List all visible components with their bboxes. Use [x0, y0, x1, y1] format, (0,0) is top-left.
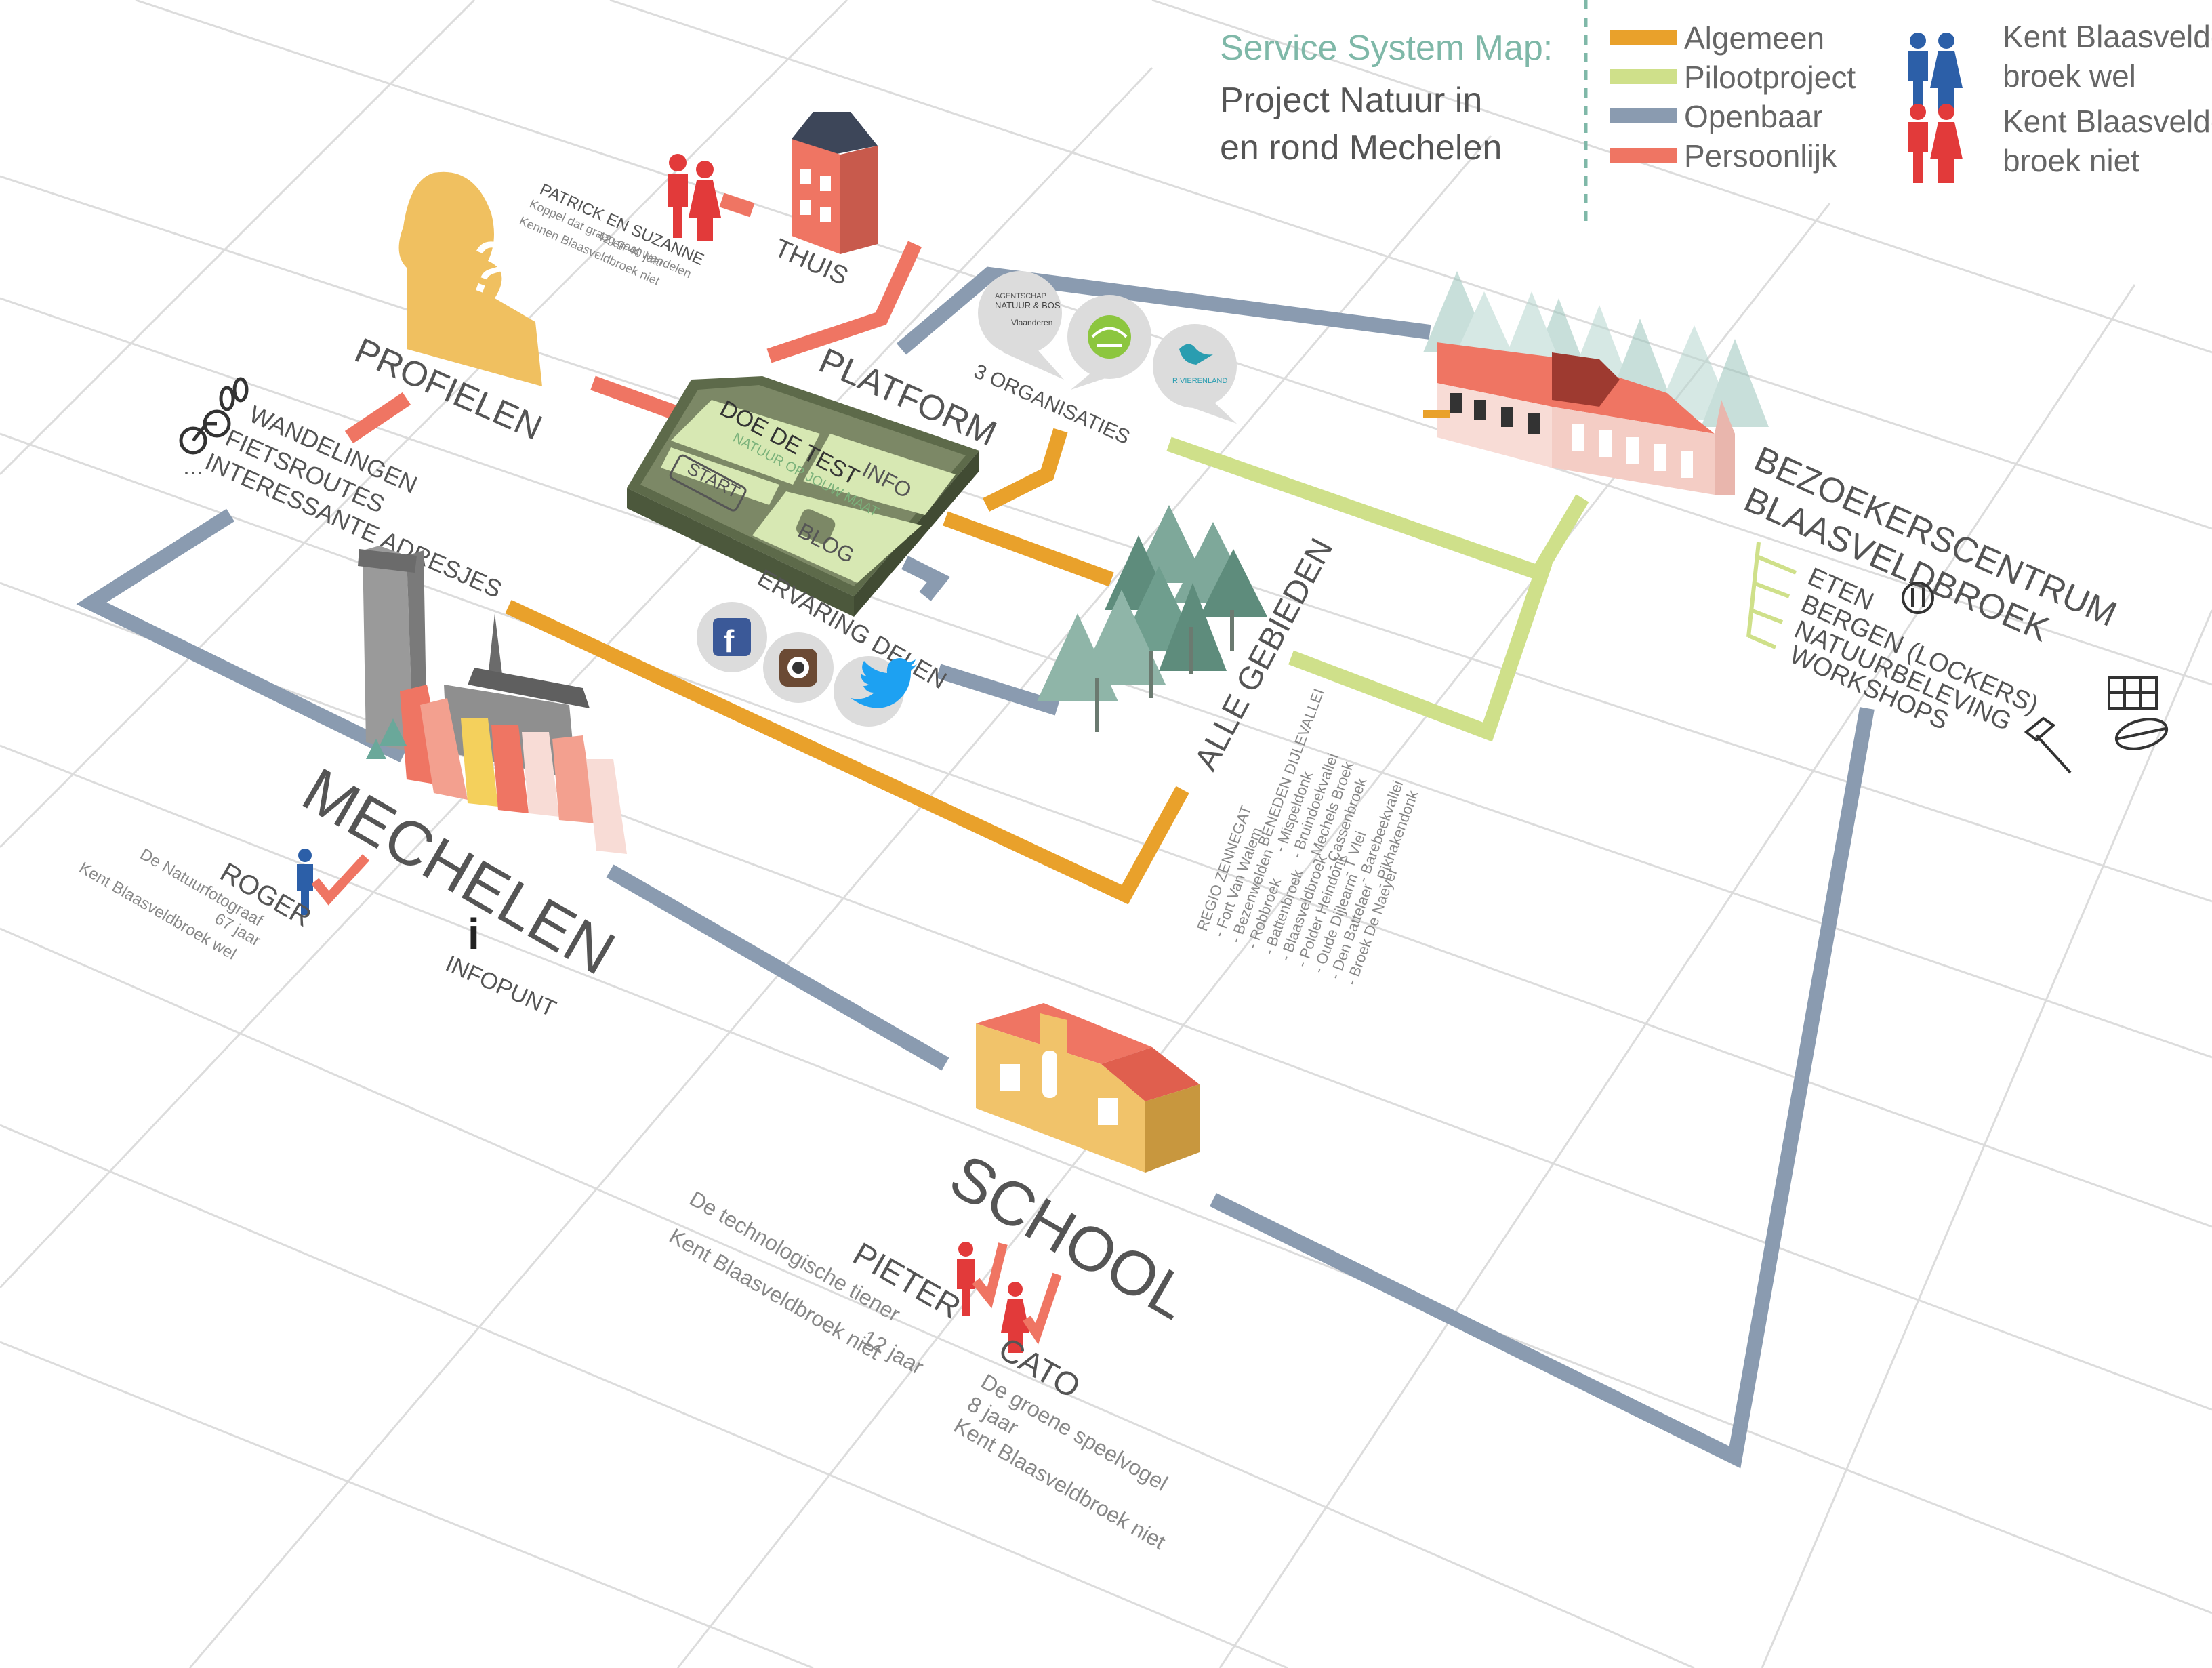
leaf-icon [2114, 718, 2169, 750]
instagram-bubble [763, 632, 834, 703]
platform-screen-start-area [661, 447, 779, 505]
line-persoonlijk-thuis-platform-2 [766, 241, 922, 363]
mechelen-city-icon [358, 546, 627, 854]
legend-swatch-openbaar [1610, 108, 1677, 123]
cutlery-icon [1902, 582, 1934, 614]
line-persoonlijk-profielen-platform [590, 375, 684, 422]
org-bubble-anb: AGENTSCHAP NATUUR & BOS Vlaanderen [978, 271, 1064, 380]
thuis-node: THUIS PATRICK EN SUZANNE Koppel dat graa… [517, 112, 878, 291]
line-openbaar-school-centrum [1210, 707, 1875, 1469]
platform-screen-blog [752, 491, 922, 583]
legend-notknows-line2: broek niet [2003, 143, 2139, 178]
org-anb-line1: AGENTSCHAP [995, 292, 1046, 300]
line-persoonlijk-thuis-platform [719, 192, 755, 218]
legend-swatch-persoonlijk [1610, 148, 1677, 163]
line-piloot-gebieden-centrum [1288, 560, 1553, 742]
platform-start-button[interactable] [669, 454, 747, 512]
twitter-icon[interactable] [851, 658, 917, 708]
legend-knows-line2: broek wel [2003, 58, 2136, 94]
legend-label-openbaar: Openbaar [1684, 99, 1823, 134]
pieter-check-icon [972, 1242, 1008, 1309]
house-icon [792, 112, 878, 254]
legend-label-algemeen: Algemeen [1684, 20, 1824, 56]
legend-subtitle-line2: en rond Mechelen [1220, 128, 1502, 167]
centrum-building [1423, 342, 1735, 495]
pieter-person-icon [957, 1242, 975, 1316]
twitter-bubble [834, 656, 917, 727]
bike-icon [179, 409, 231, 455]
cato-check-icon [1023, 1272, 1062, 1345]
pieter-name: PIETER [847, 1236, 967, 1326]
legend-label-persoonlijk: Persoonlijk [1684, 138, 1837, 174]
platform-screen-info [803, 434, 956, 515]
org-anb-line2: NATUUR & BOS [995, 300, 1061, 310]
org-green-logo-icon [1088, 315, 1131, 359]
people-knows-icon [1908, 33, 1963, 112]
heron-icon [1179, 344, 1213, 365]
line-openbaar-ervaring-gebieden [936, 664, 1060, 716]
line-algemeen-platform-orgs [983, 428, 1068, 512]
line-algemeen-platform-gebieden [943, 511, 1114, 587]
org-bubble-green [1067, 295, 1151, 390]
line-piloot-orgs-centrum [1166, 436, 1589, 582]
roger-line3: Kent Blaasveldbroek wel [76, 859, 239, 964]
line-algemeen-adresjes-gebieden [505, 600, 1189, 905]
legend-label-pilootproject: Pilootproject [1684, 60, 1856, 95]
infopunt-label: INFOPUNT [442, 951, 560, 1022]
facebook-icon[interactable] [713, 618, 751, 656]
gebieden-region2: BENEDEN DIJLEVALLEI - Mispeldonk - Bruin… [1254, 687, 1422, 891]
cato-person-icon [1001, 1282, 1029, 1353]
hammer-icon [2024, 716, 2072, 774]
facebook-bubble: f [697, 602, 767, 672]
legend-subtitle-line1: Project Natuur in [1220, 81, 1482, 120]
line-persoonlijk-profielen-list [344, 392, 411, 444]
line-openbaar-mechelen-loop [76, 508, 407, 762]
org-rivierenland-text: RIVIERENLAND [1172, 377, 1227, 385]
people-notknows-icon [1908, 104, 1963, 183]
profielen-node: ? PROFIELEN WANDELINGEN FIETSROUTES INTE… [179, 171, 548, 603]
platform-screen-test [671, 400, 820, 485]
info-icon: i [468, 910, 480, 958]
legend-title: Service System Map: [1220, 28, 1553, 68]
bezoekerscentrum-node: BEZOEKERSCENTRUM BLAASVELDBROEK ETEN BER… [1423, 271, 2169, 774]
lockers-icon [2108, 676, 2158, 710]
svg-text:f: f [724, 624, 735, 659]
legend-notknows-line1: Kent Blaasveld- [2003, 104, 2212, 139]
centrum-items-bracket [1746, 542, 1797, 649]
profile-head-icon [398, 171, 542, 386]
connections [76, 192, 1875, 1469]
org-anb-line3: Vlaanderen [1011, 318, 1052, 327]
school-node: SCHOOL PIETER De technologische tiener 1… [665, 1003, 1201, 1554]
line-openbaar-platform-gebieden [901, 556, 951, 601]
legend-knows-line1: Kent Blaasveld- [2003, 19, 2212, 54]
forest-icon [1037, 505, 1267, 732]
roger-check-icon [311, 854, 370, 906]
line-openbaar-platform-centrum [896, 266, 1431, 355]
legend-swatch-pilootproject [1610, 69, 1677, 84]
couple-icon [668, 154, 721, 241]
org-bubble-rivierenland: RIVIERENLAND [1153, 324, 1237, 424]
legend-swatch-algemeen [1610, 30, 1677, 45]
roger-person-icon [297, 849, 313, 915]
organisaties-node: AGENTSCHAP NATUUR & BOS Vlaanderen RIVIE… [970, 271, 1237, 449]
footsteps-icon [219, 377, 249, 411]
platform-tablet [627, 376, 979, 617]
profielen-item-more: ... [183, 452, 203, 480]
line-openbaar-mechelen-school [606, 864, 949, 1071]
school-building-icon [976, 1003, 1200, 1173]
legend: Service System Map: Project Natuur in en… [1220, 0, 2212, 224]
